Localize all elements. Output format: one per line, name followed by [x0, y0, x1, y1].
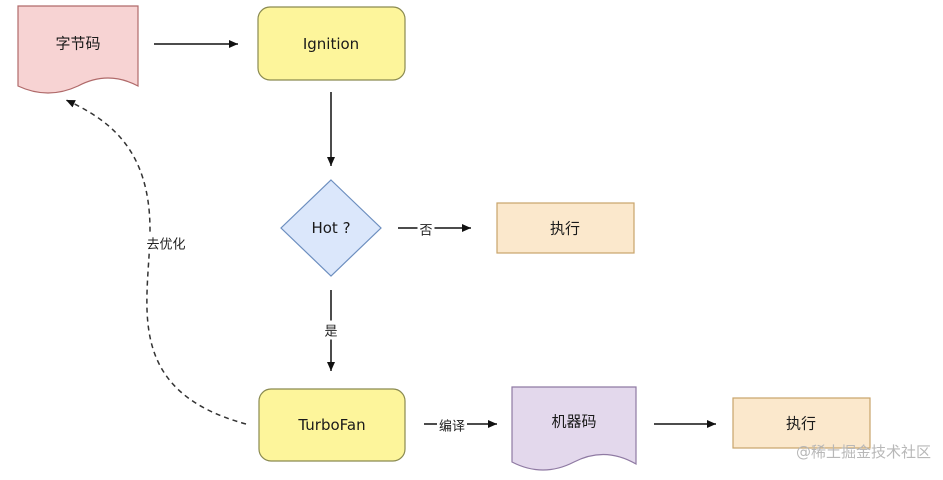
ignition-node [257, 6, 406, 81]
hot-label: Hot ? [311, 219, 351, 237]
turbofan-node [258, 388, 406, 462]
execute-top-label: 执行 [549, 219, 581, 238]
edge-label-no: 否 [417, 219, 435, 239]
bytecode-node [17, 5, 139, 94]
edge-label-yes: 是 [322, 320, 340, 340]
machine-code-node [511, 386, 637, 471]
edge-label-deoptimize: 去优化 [144, 233, 188, 253]
machine-code-label: 机器码 [551, 412, 597, 431]
bytecode-label: 字节码 [55, 34, 101, 53]
turbofan-label: TurboFan [298, 416, 366, 434]
edge-deoptimize [65, 99, 247, 425]
edge-label-compile: 编译 [436, 415, 468, 435]
hot-decision-node [280, 179, 382, 277]
execute-node-bottom [732, 397, 871, 449]
execute-bottom-label: 执行 [785, 414, 817, 433]
execute-node-top [496, 202, 635, 254]
ignition-label: Ignition [302, 35, 360, 53]
watermark: @稀土掘金技术社区 [795, 443, 931, 461]
